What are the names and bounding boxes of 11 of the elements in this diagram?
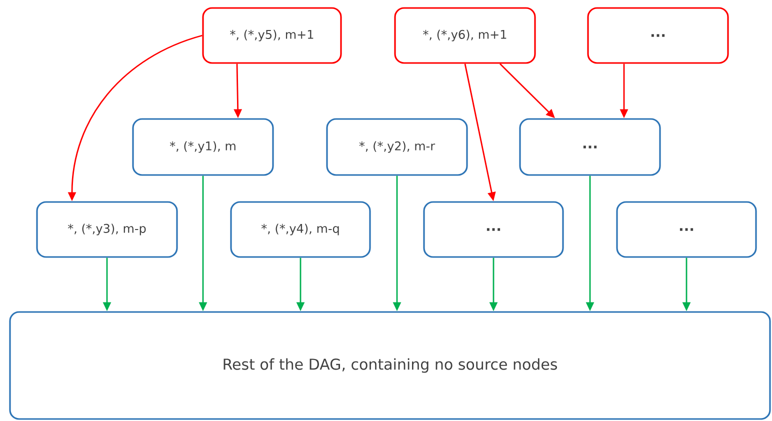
source-box: *, (*,y5), m+1 — [202, 7, 342, 64]
process-box: ... — [423, 201, 564, 258]
source-box: ... — [587, 7, 729, 64]
process-box: *, (*,y3), m-p — [36, 201, 178, 258]
process-box: *, (*,y1), m — [132, 118, 274, 176]
process-box: *, (*,y4), m-q — [230, 201, 371, 258]
process-box: ... — [519, 118, 661, 176]
dag-box: Rest of the DAG, containing no source nodes — [9, 311, 771, 420]
process-box: ... — [616, 201, 757, 258]
process-box: *, (*,y2), m-r — [326, 118, 468, 176]
source-box: *, (*,y6), m+1 — [394, 7, 536, 64]
